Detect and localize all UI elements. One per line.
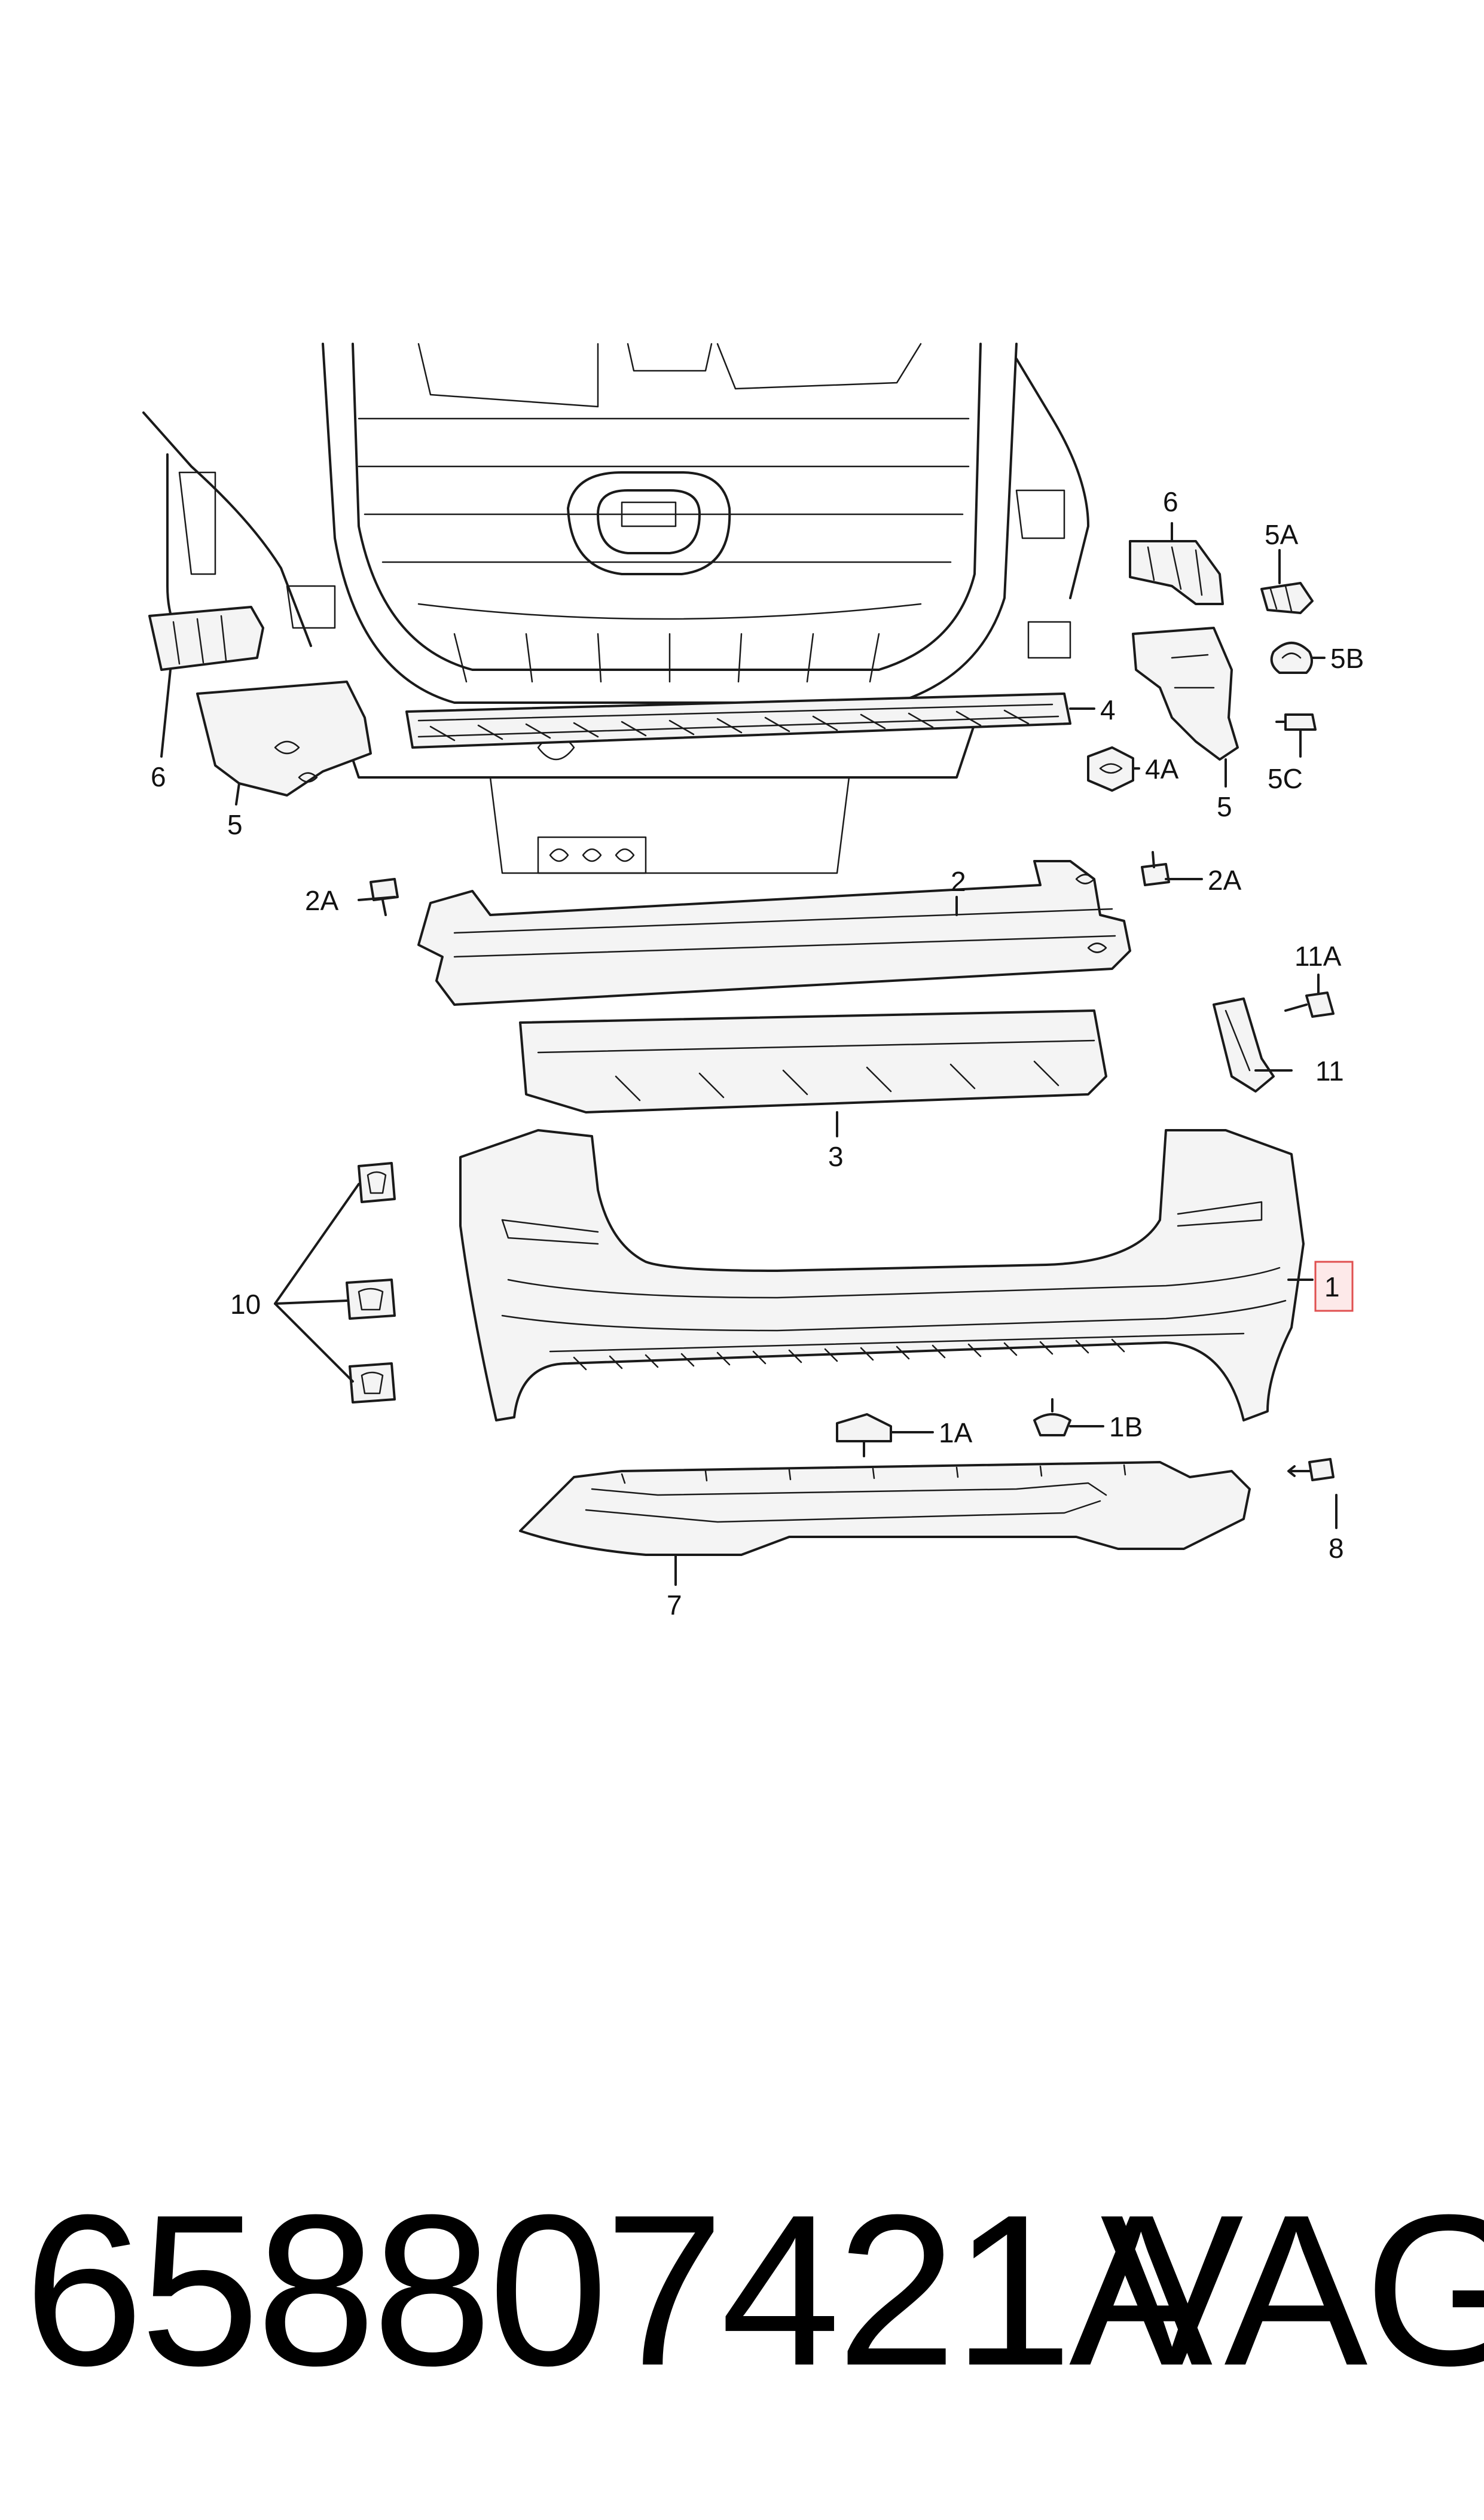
part-1-bumper-cover[interactable] [459,1129,1305,1421]
callout-11[interactable]: 11 [1315,1055,1344,1087]
callout-5a[interactable]: 5A [1265,519,1299,550]
part-caption: 658807421A VAG [0,2165,1484,2416]
callout-5-right[interactable]: 5 [1217,791,1232,822]
leader-lines [160,522,1338,1586]
callout-6-left[interactable]: 6 [151,761,166,792]
part-3-energy-absorber[interactable] [519,1009,1107,1113]
part-6-right-bracket[interactable] [1129,540,1224,605]
part-8-clip[interactable] [1287,1458,1335,1481]
part-1a-clip[interactable] [836,1413,892,1457]
callout-10[interactable]: 10 [230,1289,261,1320]
part-5a-clip[interactable] [1260,582,1314,614]
callout-5b[interactable]: 5B [1330,643,1364,674]
callout-4a[interactable]: 4A [1145,753,1179,785]
callout-1[interactable]: 1 [1324,1271,1340,1302]
callout-3[interactable]: 3 [828,1141,844,1172]
part-5b-nut[interactable] [1270,642,1313,674]
callout-5-left[interactable]: 5 [227,809,243,840]
callout-1b[interactable]: 1B [1109,1411,1143,1442]
part-5-left-bracket[interactable] [196,681,372,797]
part-11-bracket[interactable] [1213,997,1275,1093]
part-4-upper-carrier[interactable] [405,692,1071,749]
callout-2[interactable]: 2 [951,866,966,897]
callout-11a[interactable]: 11A [1294,941,1342,972]
part-4a-nut[interactable] [1087,746,1134,792]
callout-1-highlight-box [1314,1261,1354,1312]
callout-1a[interactable]: 1A [939,1417,973,1448]
part-11a-screw[interactable] [1284,991,1335,1018]
callout-5c[interactable]: 5C [1268,763,1303,794]
brand-name: VAG [1100,2170,1484,2411]
part-6-left-bracket[interactable] [148,606,264,671]
callout-7[interactable]: 7 [667,1590,682,1621]
part-2a-bolt-right[interactable] [1141,851,1170,886]
callout-labels: 1 1A 1B 2 2A 2A 3 4 4A 5 5 5A 5B 5C 6 6 … [151,486,1364,1621]
part-10-clips[interactable] [346,1162,396,1404]
part-5c-screw[interactable] [1275,713,1317,743]
part-5-right-bracket[interactable] [1132,627,1239,761]
callout-6-right[interactable]: 6 [1163,486,1178,517]
part-1b-screw[interactable] [1033,1398,1071,1436]
part-2a-bolt-left[interactable] [370,878,399,916]
part-number: 658807421A [24,2170,1213,2411]
callout-4[interactable]: 4 [1100,694,1116,725]
callout-8[interactable]: 8 [1329,1533,1344,1564]
part-7-lower-trim[interactable] [519,1461,1251,1556]
part-2-bumper-beam[interactable] [417,860,1131,1006]
callout-2a-left[interactable]: 2A [305,885,339,916]
callout-2a-right[interactable]: 2A [1208,865,1242,896]
